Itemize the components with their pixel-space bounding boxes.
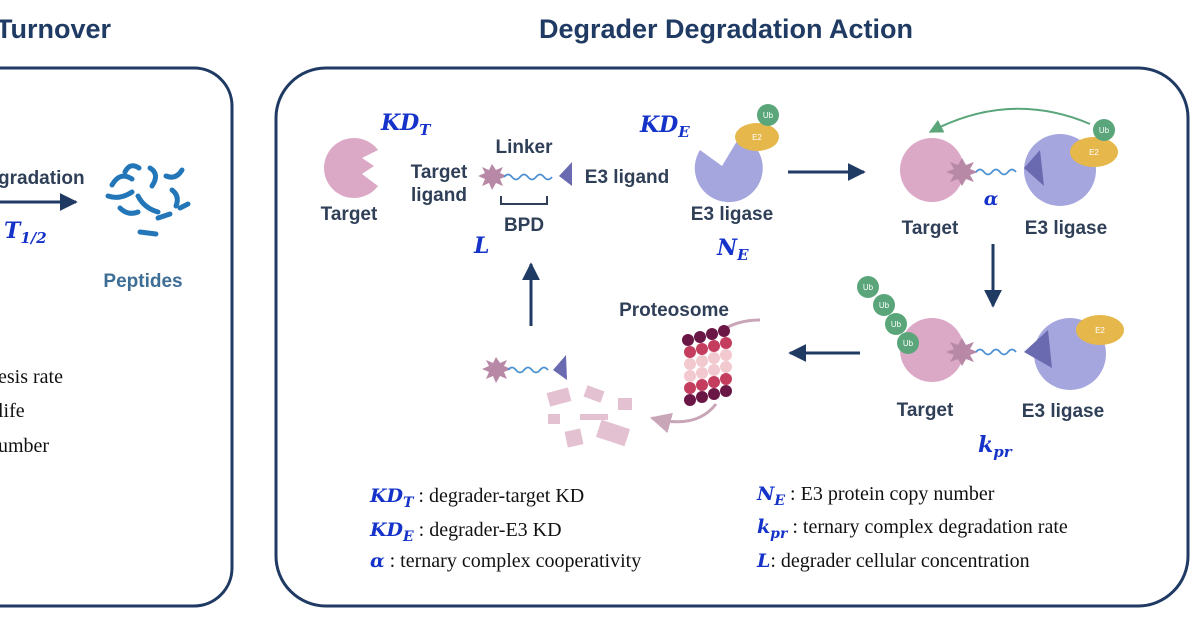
definition-n-e: NE : E3 protein copy number	[756, 483, 995, 509]
e3-ligase-shape	[694, 136, 763, 203]
right-panel-frame	[274, 66, 1190, 608]
ubiquitinated-complex: E2 Ub Ub Ub Ub	[857, 276, 1124, 390]
kd-e-symbol: KDE	[639, 112, 690, 141]
target-ligand-label-line1: Target	[411, 162, 468, 183]
recycled-degrader	[482, 355, 567, 383]
complex-e2-label: E2	[1089, 148, 1099, 157]
polyub-1	[857, 276, 879, 298]
ub-complex-e2	[1076, 315, 1124, 345]
peptide-fragments	[546, 385, 632, 448]
bpd-label: BPD	[504, 215, 544, 236]
polyub-4	[897, 332, 919, 354]
polyub-3	[885, 313, 907, 335]
complex-target-ligand	[946, 158, 978, 186]
ternary-complex: E2 Ub	[900, 119, 1118, 206]
degrader-molecule	[478, 162, 572, 190]
e2-enzyme	[735, 123, 779, 151]
left-legend-2: life	[0, 400, 25, 422]
complex-e3-ligase-label: E3 ligase	[1025, 218, 1107, 239]
definitions-legend: KDT : degrader-target KD KDE : degrader-…	[369, 483, 1068, 572]
peptides-label: Peptides	[103, 271, 182, 292]
ub-complex-linker	[975, 348, 1017, 356]
definition-alpha: α : ternary complex cooperativity	[370, 550, 641, 572]
left-legend-1: esis rate	[0, 366, 63, 388]
complex-target	[900, 138, 964, 202]
proteosome-label: Proteosome	[619, 300, 729, 321]
n-e-symbol: NE	[716, 235, 749, 264]
bpd-bracket	[500, 196, 548, 205]
target-label: Target	[321, 204, 378, 225]
proteasome-icon	[682, 318, 761, 406]
e3-ligand-label: E3 ligand	[585, 167, 669, 188]
definition-kd-e: KDE : degrader-E3 KD	[369, 519, 562, 545]
peptide-release-arrow	[649, 403, 718, 434]
complex-e2	[1070, 137, 1118, 167]
ub-complex-e3-ligase-label: E3 ligase	[1022, 401, 1104, 422]
kd-t-symbol: KDT	[380, 110, 432, 139]
alpha-symbol: α	[984, 188, 999, 210]
target-ligand-label-line2: ligand	[411, 185, 467, 206]
ubiquitin	[757, 104, 779, 126]
complex-linker	[975, 168, 1017, 176]
e3-ligand-triangle	[559, 162, 572, 186]
left-panel-frame	[0, 66, 234, 608]
linker-wave	[503, 173, 553, 181]
left-legend-3: umber	[0, 435, 49, 457]
ubiquitin-transfer-arrow	[928, 107, 1091, 133]
polyub-3-label: Ub	[891, 320, 902, 329]
ub-complex-target-ligand	[946, 338, 978, 366]
linker-label: Linker	[495, 137, 553, 158]
peptides-icon	[105, 163, 191, 237]
right-panel-title: Degrader Degradation Action	[539, 14, 913, 44]
polyub-1-label: Ub	[863, 283, 874, 292]
definition-l: L: degrader cellular concentration	[756, 550, 1030, 572]
k-pr-symbol: kpr	[978, 432, 1013, 461]
polyub-4-label: Ub	[903, 339, 914, 348]
complex-ub-label: Ub	[1099, 126, 1110, 135]
polyub-2-label: Ub	[879, 301, 890, 310]
definition-kd-t: KDT : degrader-target KD	[369, 485, 584, 511]
ub-complex-e3-ligand	[1024, 330, 1052, 368]
left-panel-title: Turnover	[0, 14, 112, 44]
polyub-2	[873, 294, 895, 316]
complex-ubiquitin	[1093, 119, 1115, 141]
complex-target-label: Target	[902, 218, 959, 239]
ub-complex-target	[900, 318, 964, 382]
e2-label: E2	[752, 133, 762, 142]
half-life-symbol: T1/2	[4, 218, 47, 247]
degradation-label: gradation	[0, 168, 85, 189]
ub-label: Ub	[763, 111, 774, 120]
target-protein-shape	[323, 138, 378, 198]
target-ligand-star	[478, 164, 507, 190]
complex-e3-ligand	[1024, 150, 1044, 186]
ub-complex-e2-label: E2	[1095, 326, 1105, 335]
definition-k-pr: kpr : ternary complex degradation rate	[757, 516, 1068, 542]
e3-ligase-label: E3 ligase	[691, 204, 773, 225]
l-symbol: L	[473, 233, 489, 259]
ub-complex-target-label: Target	[897, 400, 954, 421]
